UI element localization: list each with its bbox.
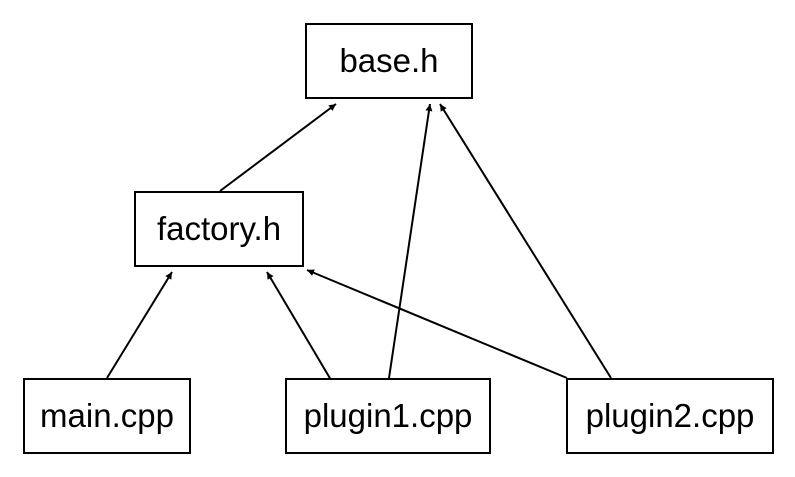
node-label: base.h (339, 42, 439, 79)
edge-plugin1-to-factory (266, 271, 332, 381)
node-label: plugin1.cpp (303, 397, 473, 434)
node-factory-h: factory.h (134, 191, 304, 267)
node-plugin1-cpp: plugin1.cpp (285, 378, 491, 454)
edge-main-to-factory (106, 271, 173, 379)
edge-factory-to-base (219, 103, 337, 192)
node-plugin2-cpp: plugin2.cpp (566, 378, 774, 454)
edge-plugin2-to-base (439, 103, 612, 379)
node-main-cpp: main.cpp (23, 378, 191, 454)
edge-plugin2-to-factory (306, 269, 568, 379)
node-label: plugin2.cpp (585, 397, 755, 434)
node-label: factory.h (156, 210, 282, 247)
node-base-h: base.h (305, 23, 473, 99)
edge-plugin1-to-base (388, 103, 433, 379)
node-label: main.cpp (40, 397, 174, 434)
